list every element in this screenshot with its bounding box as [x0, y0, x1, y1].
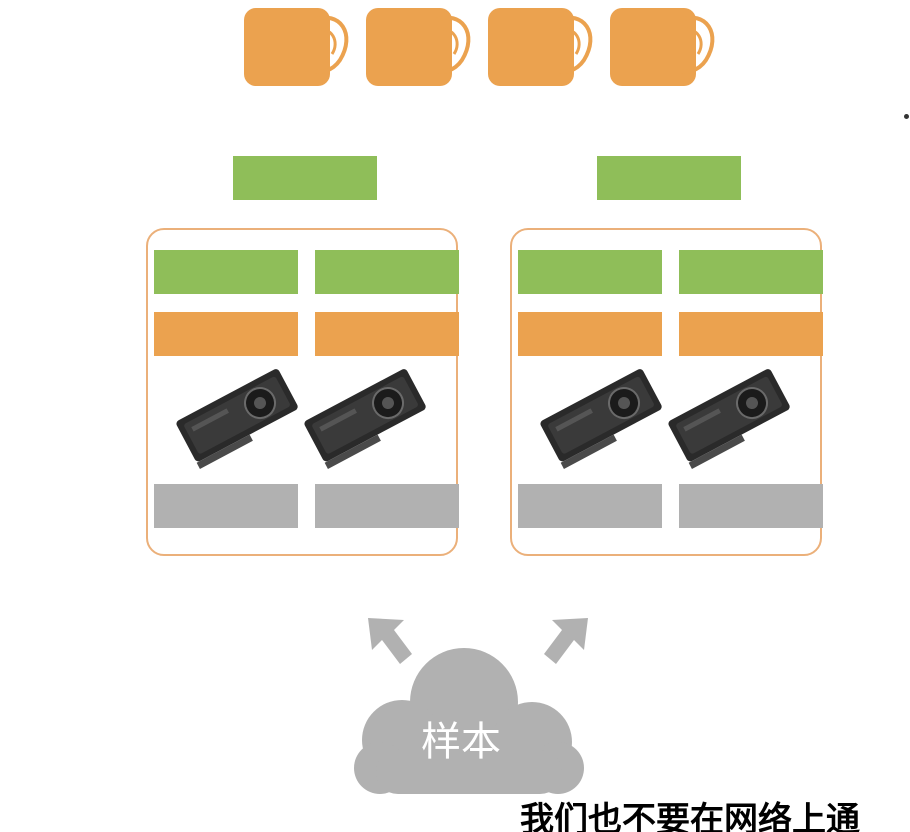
mug-icon — [488, 8, 608, 88]
gradient-bar — [679, 250, 823, 294]
worker-node-right — [510, 228, 823, 556]
arrow-up-right-icon — [544, 618, 588, 664]
gpu-card-icon — [540, 369, 662, 469]
mug-icon — [366, 8, 486, 88]
param-bar — [518, 312, 662, 356]
param-bar — [315, 312, 459, 356]
gradient-bar — [518, 250, 662, 294]
param-bar — [154, 312, 298, 356]
mug-icon — [244, 8, 364, 88]
data-bar — [154, 484, 298, 528]
stray-dot — [904, 114, 909, 119]
cloud-icon — [354, 648, 584, 794]
data-bar — [679, 484, 823, 528]
data-bar — [518, 484, 662, 528]
aggregated-gradient-bar-left — [233, 156, 377, 200]
param-bar — [679, 312, 823, 356]
aggregated-gradient-bar-right — [597, 156, 741, 200]
arrow-up-left-icon — [368, 618, 412, 664]
gradient-bar — [315, 250, 459, 294]
worker-node-left — [146, 228, 459, 556]
gpu-card-icon — [304, 369, 426, 469]
mug-icon — [610, 8, 730, 88]
cloud-label: 样本 — [421, 719, 501, 765]
subtitle-caption: 我们也不要在网络上通 — [520, 800, 860, 832]
gpu-card-icon — [668, 369, 790, 469]
gpu-card-icon — [176, 369, 298, 469]
gradient-bar — [154, 250, 298, 294]
data-bar — [315, 484, 459, 528]
